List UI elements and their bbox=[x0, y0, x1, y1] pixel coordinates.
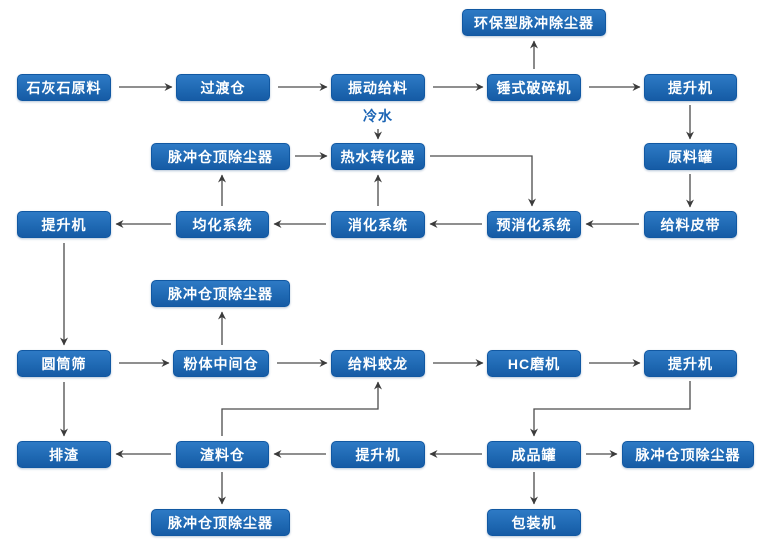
node-elevator-3: 提升机 bbox=[644, 350, 737, 377]
node-feeding-belt: 给料皮带 bbox=[644, 211, 737, 238]
node-pulse-top-collector-2: 脉冲仓顶除尘器 bbox=[151, 280, 290, 307]
node-raw-material-tank: 原料罐 bbox=[644, 143, 737, 170]
node-drum-screen: 圆筒筛 bbox=[17, 350, 111, 377]
node-limestone-raw-material: 石灰石原料 bbox=[17, 74, 111, 101]
node-eco-pulse-collector: 环保型脉冲除尘器 bbox=[462, 9, 606, 36]
node-pre-digestion-system: 预消化系统 bbox=[487, 211, 581, 238]
edge-slagbin-to-feedscrew bbox=[221, 381, 382, 436]
node-feeding-screw: 给料蛟龙 bbox=[331, 350, 425, 377]
node-hot-water-converter: 热水转化器 bbox=[331, 143, 425, 170]
node-slag-bin: 渣料仓 bbox=[176, 441, 269, 468]
node-slag-discharge: 排渣 bbox=[17, 441, 111, 468]
node-transition-bin: 过渡仓 bbox=[176, 74, 270, 101]
node-homogenization-system: 均化系统 bbox=[176, 211, 269, 238]
node-packing-machine: 包装机 bbox=[487, 509, 581, 536]
node-pulse-top-collector-4: 脉冲仓顶除尘器 bbox=[151, 509, 290, 536]
edge-hotwater-to-predigestion bbox=[430, 155, 536, 207]
node-powder-intermediate-bin: 粉体中间仓 bbox=[173, 350, 269, 377]
cold-water-label: 冷水 bbox=[363, 108, 393, 124]
node-vibrating-feeder: 振动给料 bbox=[331, 74, 425, 101]
node-product-tank: 成品罐 bbox=[487, 441, 581, 468]
node-elevator-2: 提升机 bbox=[17, 211, 111, 238]
node-elevator-1: 提升机 bbox=[644, 74, 737, 101]
node-hc-mill: HC磨机 bbox=[487, 350, 581, 377]
node-hammer-crusher: 锤式破碎机 bbox=[487, 74, 581, 101]
edge-elevator3-to-producttank bbox=[530, 381, 691, 437]
node-pulse-top-collector-1: 脉冲仓顶除尘器 bbox=[151, 143, 290, 170]
node-pulse-top-collector-3: 脉冲仓顶除尘器 bbox=[622, 441, 754, 468]
node-elevator-4: 提升机 bbox=[331, 441, 425, 468]
node-digestion-system: 消化系统 bbox=[331, 211, 425, 238]
